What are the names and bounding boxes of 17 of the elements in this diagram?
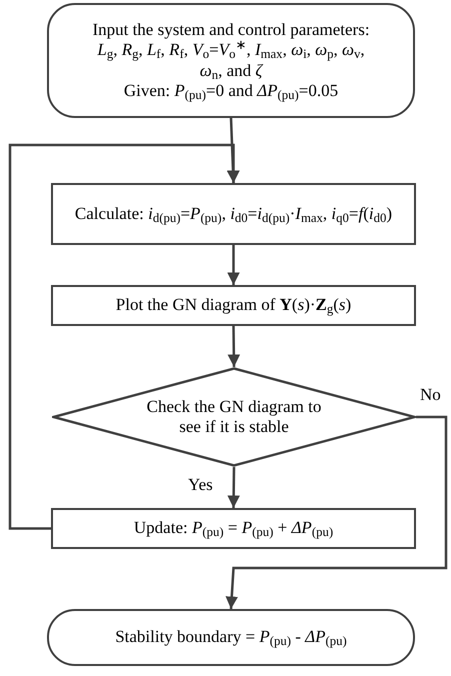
arrow (227, 466, 240, 508)
node-text: Calculate: i$_{d(pu)}$=P$_{(pu)}$, i$_{d0}$=i$_{d(pu)}$·I$_{max}$, i$_{q0}$=f(i$_{d0}$) (74, 204, 392, 224)
arrow (228, 326, 240, 368)
process-box (51, 285, 416, 326)
node-text: Stability boundary = P$_{(pu)}$ - ΔP$_{(pu)}$ (115, 627, 347, 648)
process-box (51, 508, 416, 549)
node-text: Input the system and control parameters: L$_{g}$, R$_{g}$, L$_{f}$, R$_{f}$, V$_{o}$=V$_{o}$$^{∗}$, I$_{max}$, ω$_{i}$, ω$_{p}$, ω$_{v}$, ω$_{n}$, and ζ (91, 20, 371, 81)
node-text: Plot the GN diagram of Y(s)·Z$_{g}$(s) (116, 295, 352, 316)
node-text: Update: P$_{(pu)}$ = P$_{(pu)}$ + ΔP$_{(pu)}$ (134, 518, 334, 539)
start-terminal (47, 3, 415, 118)
node-text: Check the GN diagram to see if it is stable (146, 396, 322, 438)
arrow (226, 416, 448, 610)
arrow (8, 144, 240, 530)
decision-diamond (52, 367, 416, 467)
process-box (51, 183, 416, 245)
node-text: Given: P$_{(pu)}$=0 and ΔP$_{(pu)}$=0.05 (124, 80, 338, 102)
arrow (227, 245, 240, 285)
